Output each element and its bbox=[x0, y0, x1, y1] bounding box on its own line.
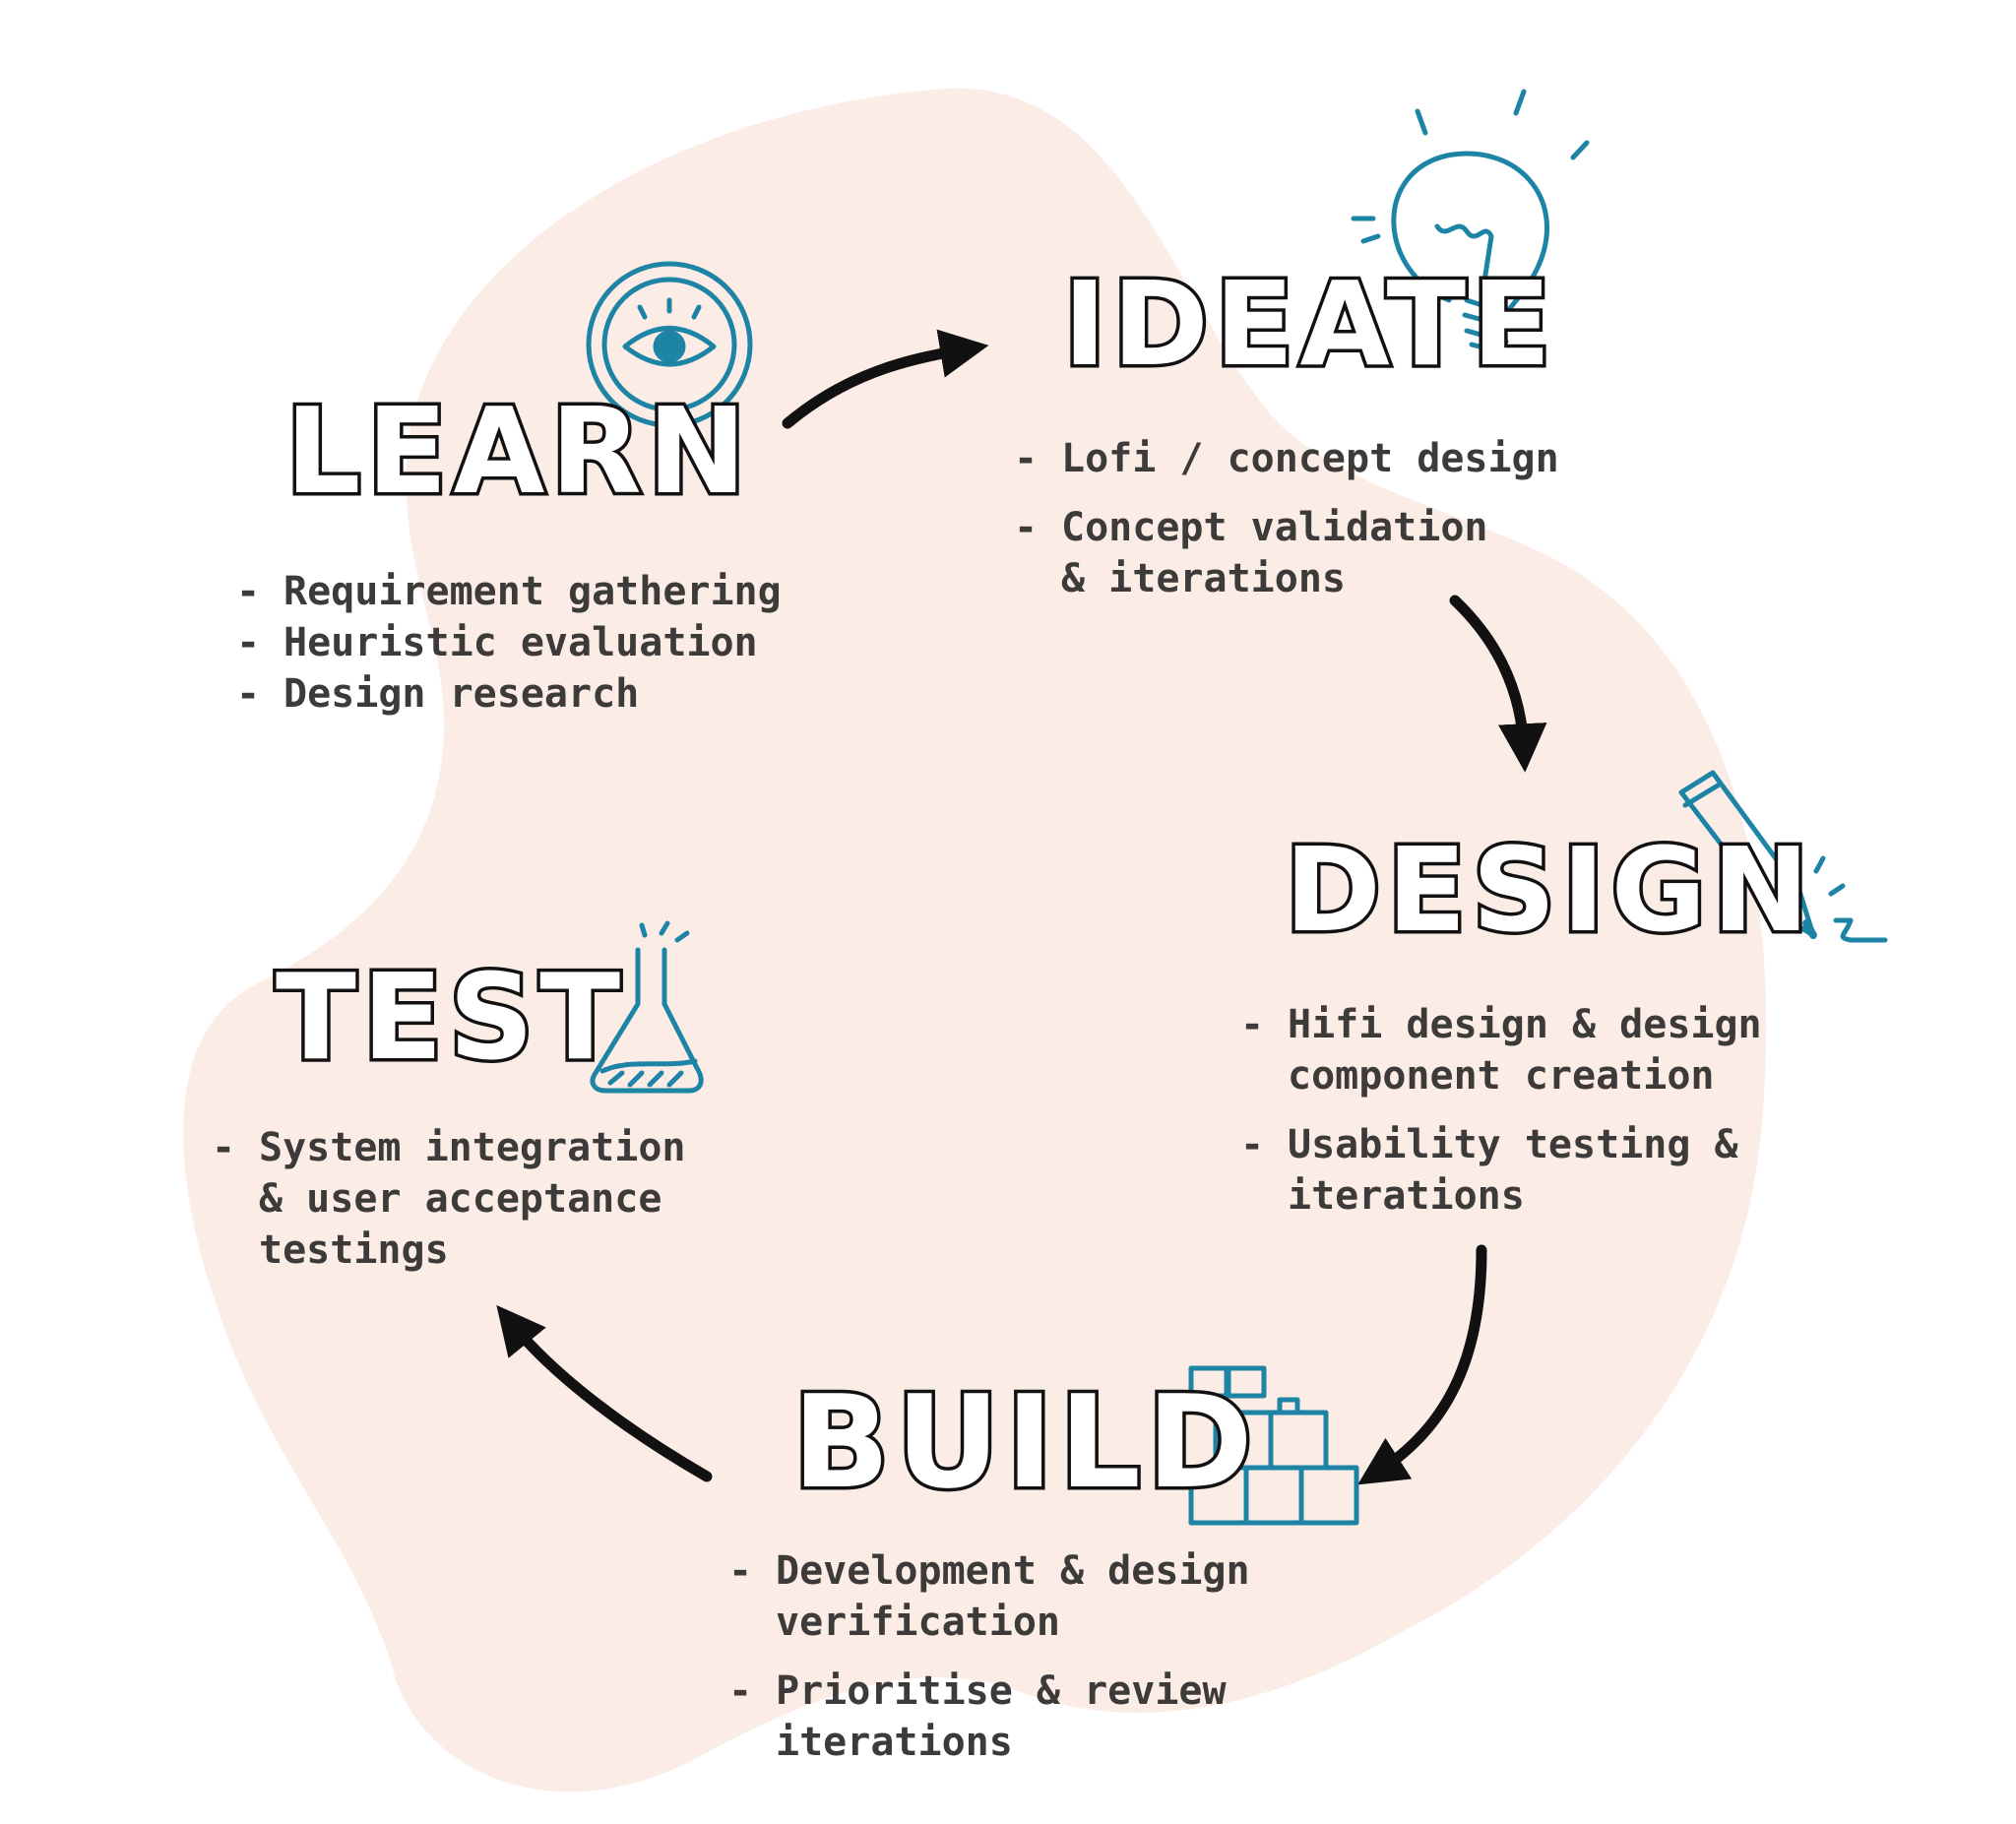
stage-title-design: DESIGN bbox=[1281, 822, 1816, 958]
design-item: Usability testing & iterations bbox=[1240, 1119, 1811, 1222]
arrow-ideate-to-design bbox=[1449, 595, 1547, 773]
build-item: Development & design verification bbox=[728, 1545, 1339, 1648]
test-item: System integration & user acceptance tes… bbox=[212, 1122, 802, 1276]
ideate-item: Concept validation & iterations bbox=[1014, 502, 1624, 604]
stage-title-test: TEST bbox=[272, 950, 627, 1087]
learn-item: Requirement gathering bbox=[236, 566, 876, 617]
stage-title-learn: LEARN bbox=[282, 384, 753, 521]
flask-icon bbox=[590, 920, 704, 1094]
ideate-bullets: Lofi / concept design Concept validation… bbox=[1014, 433, 1624, 604]
pencil-icon bbox=[1678, 770, 1888, 943]
stage-title-ideate: IDEATE bbox=[1060, 256, 1557, 392]
magnifier-eye-icon bbox=[586, 261, 753, 483]
building-blocks-icon bbox=[1188, 1365, 1359, 1526]
build-bullets: Development & design verification Priori… bbox=[728, 1545, 1339, 1768]
lightbulb-icon bbox=[1351, 89, 1590, 355]
design-bullets: Hifi design & design component creation … bbox=[1240, 999, 1811, 1222]
learn-item: Heuristic evaluation bbox=[236, 617, 876, 668]
stage-title-build: BUILD bbox=[789, 1367, 1259, 1517]
arrow-learn-to-ideate bbox=[782, 329, 989, 429]
learn-bullets: Requirement gathering Heuristic evaluati… bbox=[236, 566, 876, 720]
learn-item: Design research bbox=[236, 668, 876, 720]
ideate-item: Lofi / concept design bbox=[1014, 433, 1624, 484]
design-item: Hifi design & design component creation bbox=[1240, 999, 1811, 1101]
arrow-build-to-test bbox=[496, 1304, 713, 1482]
arrow-design-to-build bbox=[1357, 1244, 1487, 1485]
build-item: Prioritise & review iterations bbox=[728, 1666, 1339, 1768]
test-bullets: System integration & user acceptance tes… bbox=[212, 1122, 802, 1276]
